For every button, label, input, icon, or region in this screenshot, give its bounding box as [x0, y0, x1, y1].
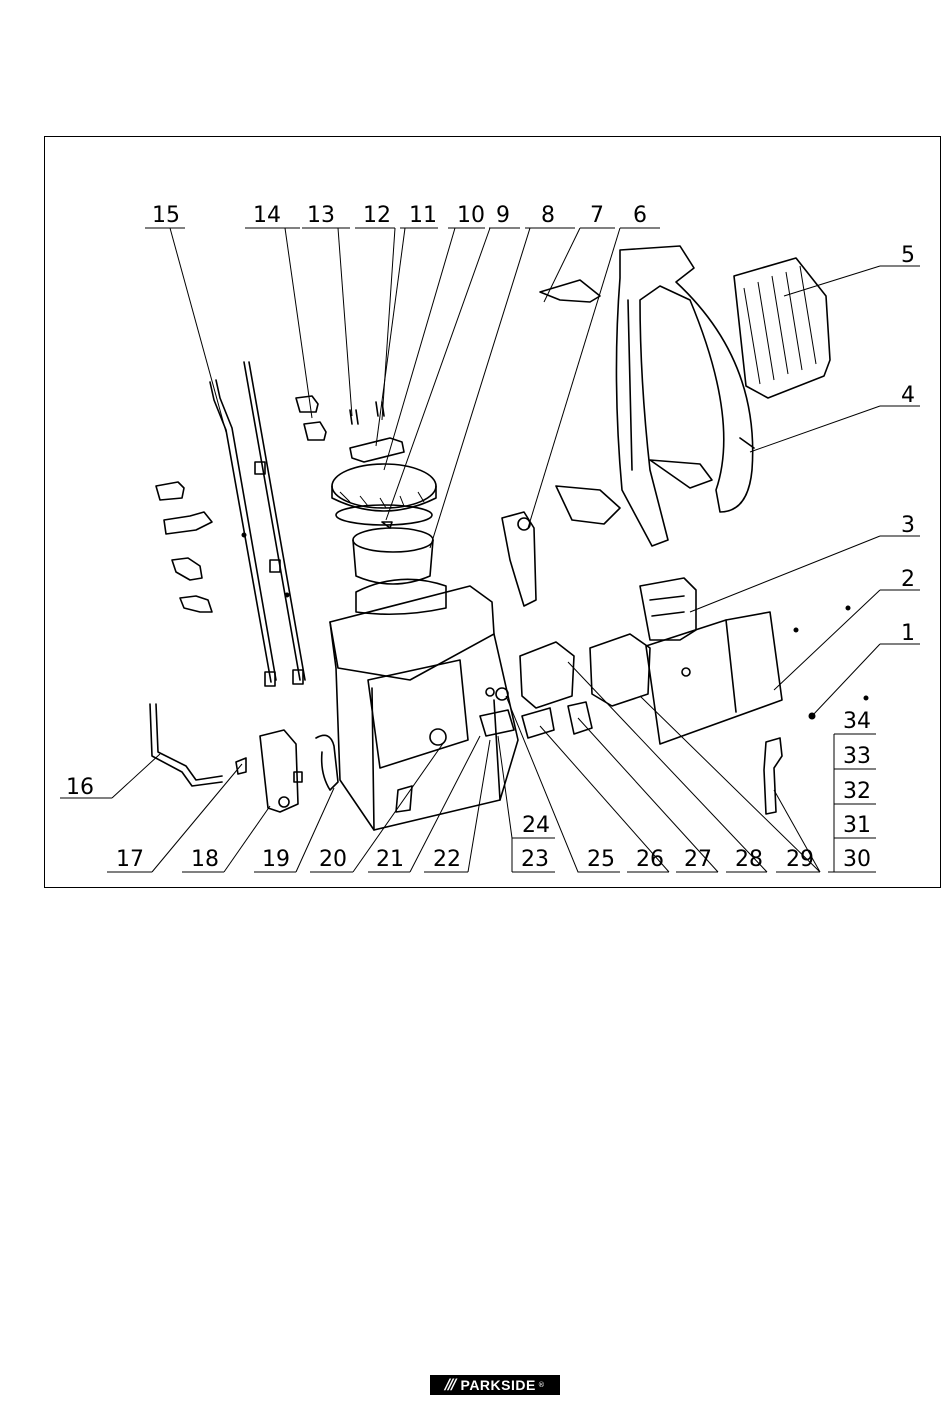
callout-30: 30 [843, 847, 871, 872]
callout-17: 17 [116, 847, 144, 872]
callout-31: 31 [843, 813, 871, 838]
callout-24: 24 [522, 813, 550, 838]
callout-27: 27 [684, 847, 712, 872]
callout-18: 18 [191, 847, 219, 872]
part-3-battery-holder [640, 578, 696, 640]
leader-lines [60, 228, 920, 872]
callout-19: 19 [262, 847, 290, 872]
logo-slashes: /// [445, 1377, 454, 1393]
callout-3: 3 [901, 513, 915, 538]
callout-8: 8 [541, 203, 555, 228]
part-10-lid [332, 464, 436, 511]
callout-15: 15 [152, 203, 180, 228]
callout-25: 25 [587, 847, 615, 872]
callout-28: 28 [735, 847, 763, 872]
callout-10: 10 [457, 203, 485, 228]
part-15-spray-lance [210, 362, 305, 686]
part-2-cover [646, 612, 782, 744]
part-18-bracket [260, 730, 302, 812]
callout-12: 12 [363, 203, 391, 228]
callout-26: 26 [636, 847, 664, 872]
parkside-logo: /// PARKSIDE ® [430, 1375, 560, 1395]
part-6-valve-lever [502, 512, 536, 606]
part-8-filter [353, 528, 433, 584]
callout-11: 11 [409, 203, 437, 228]
part-14-clips [296, 396, 326, 440]
callout-14: 14 [253, 203, 281, 228]
small-parts [480, 606, 868, 736]
callout-7: 7 [590, 203, 604, 228]
callout-23: 23 [521, 847, 549, 872]
callout-2: 2 [901, 567, 915, 592]
callout-21: 21 [376, 847, 404, 872]
part-29-connector [764, 738, 782, 814]
part-5-back-pad [734, 258, 830, 398]
nozzle-set [156, 482, 212, 612]
part-19-tube [316, 735, 338, 790]
logo-wordmark: PARKSIDE [461, 1377, 536, 1393]
callout-29: 29 [786, 847, 814, 872]
callout-16: 16 [66, 775, 94, 800]
part-17-screw [236, 758, 246, 774]
callout-1: 1 [901, 621, 915, 646]
callout-22: 22 [433, 847, 461, 872]
callout-34: 34 [843, 709, 871, 734]
callout-9: 9 [496, 203, 510, 228]
callout-13: 13 [307, 203, 335, 228]
callout-5: 5 [901, 243, 915, 268]
callout-20: 20 [319, 847, 347, 872]
callout-33: 33 [843, 744, 871, 769]
part-4-shoulder-straps [540, 246, 754, 546]
callout-labels: 15 14 13 12 11 10 9 8 7 6 5 4 3 2 1 34 3… [66, 203, 915, 872]
callout-32: 32 [843, 779, 871, 804]
pump-assembly [520, 634, 650, 738]
logo-registered-mark: ® [538, 1381, 545, 1389]
callout-6: 6 [633, 203, 647, 228]
part-16-hose [150, 704, 222, 786]
tank-body [330, 579, 518, 830]
callout-4: 4 [901, 383, 915, 408]
